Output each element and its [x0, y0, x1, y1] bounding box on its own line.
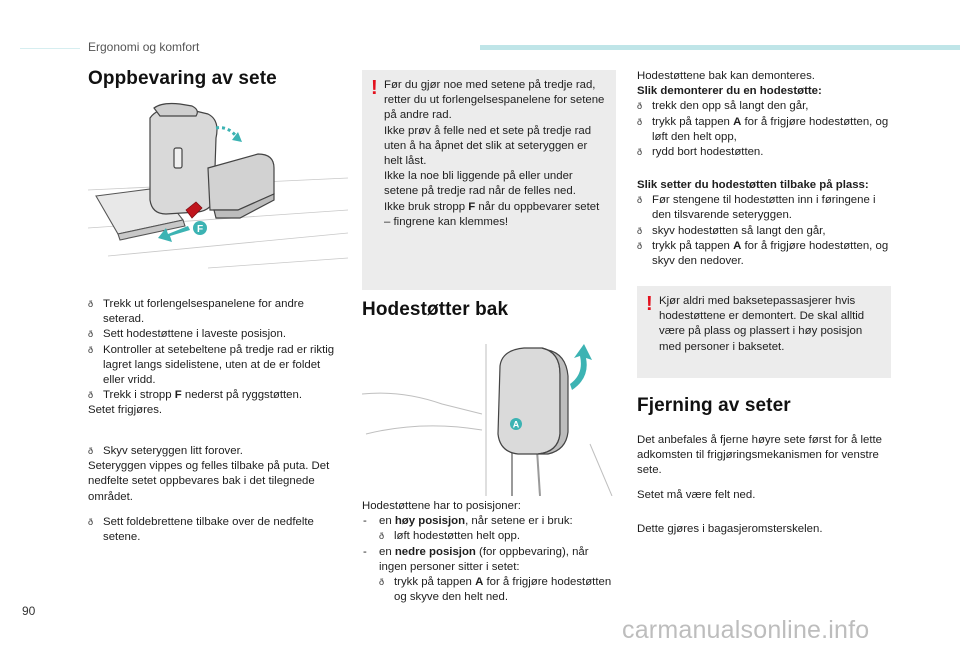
- step-item: Sett hodestøttene i laveste posisjon.: [88, 327, 338, 342]
- step-item: Kontroller at setebeltene på tredje rad …: [88, 343, 338, 389]
- marker-a-label: A: [513, 420, 520, 430]
- section-title-seat-storage: Oppbevaring av sete: [88, 68, 277, 89]
- marker-f-label: F: [197, 224, 203, 235]
- headrest-shape: [497, 347, 569, 455]
- warning-text: Før du gjør noe med setene på tredje rad…: [384, 79, 605, 228]
- seat-storage-steps-3: Sett foldebrettene tilbake over de nedfe…: [88, 515, 338, 545]
- header-accent-bar: [480, 45, 960, 50]
- pull-arrow-icon: [158, 226, 190, 242]
- header-rule-left: [20, 48, 80, 49]
- step-item: skyv hodestøtten så langt den går,: [637, 224, 893, 239]
- step-item: rydd bort hodestøtten.: [637, 145, 893, 160]
- page-number: 90: [22, 604, 36, 618]
- position-step: løft hodestøtten helt opp.: [362, 529, 616, 544]
- seat-removal-text: Det anbefales å fjerne høyre sete først …: [637, 433, 891, 479]
- fold-arrow-icon: [215, 126, 238, 137]
- result-text: Setet frigjøres.: [88, 404, 163, 417]
- warning-icon: !: [371, 77, 378, 99]
- headrest-refit: Slik setter du hodestøtten tilbake på pl…: [637, 178, 893, 269]
- positions-intro: Hodestøttene har to posisjoner:: [362, 500, 521, 512]
- step-item: Trekk ut forlengelsespanelene for andre …: [88, 297, 338, 327]
- warning-text: Kjør aldri med baksetepassasjerer hvis h…: [659, 295, 865, 353]
- removal-paragraph: Det anbefales å fjerne høyre sete først …: [637, 434, 883, 477]
- step-item: Før stengene til hodestøtten inn i førin…: [637, 193, 893, 223]
- headrest-removal: Hodestøttene bak kan demonteres. Slik de…: [637, 69, 893, 160]
- step-item: Trekk i stropp F nederst på ryggstøtten.: [88, 388, 338, 403]
- removal-paragraph: Setet må være felt ned.: [637, 489, 756, 501]
- seat-removal-text-2: Setet må være felt ned.: [637, 488, 891, 503]
- position-step: trykk på tappen A for å frigjøre hodestø…: [362, 575, 616, 605]
- strap-shape: [185, 201, 203, 219]
- watermark-text: carmanualsonline.info: [622, 616, 870, 644]
- result-text: Seteryggen vippes og felles tilbake på p…: [88, 460, 330, 503]
- section-title-seat-removal: Fjerning av seter: [637, 395, 791, 416]
- section-title-rear-headrests: Hodestøtter bak: [362, 299, 509, 320]
- removal-intro: Hodestøttene bak kan demonteres.: [637, 70, 815, 82]
- refit-title: Slik setter du hodestøtten tilbake på pl…: [637, 179, 869, 191]
- raise-arrow-icon: [570, 344, 592, 390]
- step-item: trekk den opp så langt den går,: [637, 99, 893, 114]
- seat-storage-steps-2: Skyv seteryggen litt forover. Seteryggen…: [88, 444, 338, 505]
- warning-icon: !: [646, 293, 653, 315]
- warning-box-headrests: ! Kjør aldri med baksetepassasjerer hvis…: [637, 286, 891, 378]
- removal-paragraph: Dette gjøres i bagasjeromsterskelen.: [637, 523, 823, 535]
- removal-title: Slik demonterer du en hodestøtte:: [637, 85, 822, 98]
- step-item: Sett foldebrettene tilbake over de nedfe…: [88, 515, 338, 545]
- seat-removal-text-3: Dette gjøres i bagasjeromsterskelen.: [637, 522, 891, 537]
- step-item: trykk på tappen A for å frigjøre hodestø…: [637, 115, 893, 145]
- headrest-positions: Hodestøttene har to posisjoner: -en høy …: [362, 499, 616, 605]
- seat-storage-steps: Trekk ut forlengelsespanelene for andre …: [88, 297, 338, 419]
- step-item: trykk på tappen A for å frigjøre hodestø…: [637, 239, 893, 269]
- warning-box-third-row: ! Før du gjør noe med setene på tredje r…: [362, 70, 616, 290]
- position-item-high: -en høy posisjon, når setene er i bruk:: [363, 515, 573, 528]
- seat-back-shape: [149, 102, 218, 215]
- step-item: Skyv seteryggen litt forover.: [88, 444, 338, 459]
- chapter-header: Ergonomi og komfort: [88, 40, 200, 54]
- seat-cushion-shape: [207, 153, 275, 219]
- headrest-illustration: A: [362, 344, 613, 496]
- seat-storage-illustration: F: [88, 102, 348, 269]
- position-item-low: -en nedre posisjon (for oppbevaring), nå…: [363, 545, 589, 573]
